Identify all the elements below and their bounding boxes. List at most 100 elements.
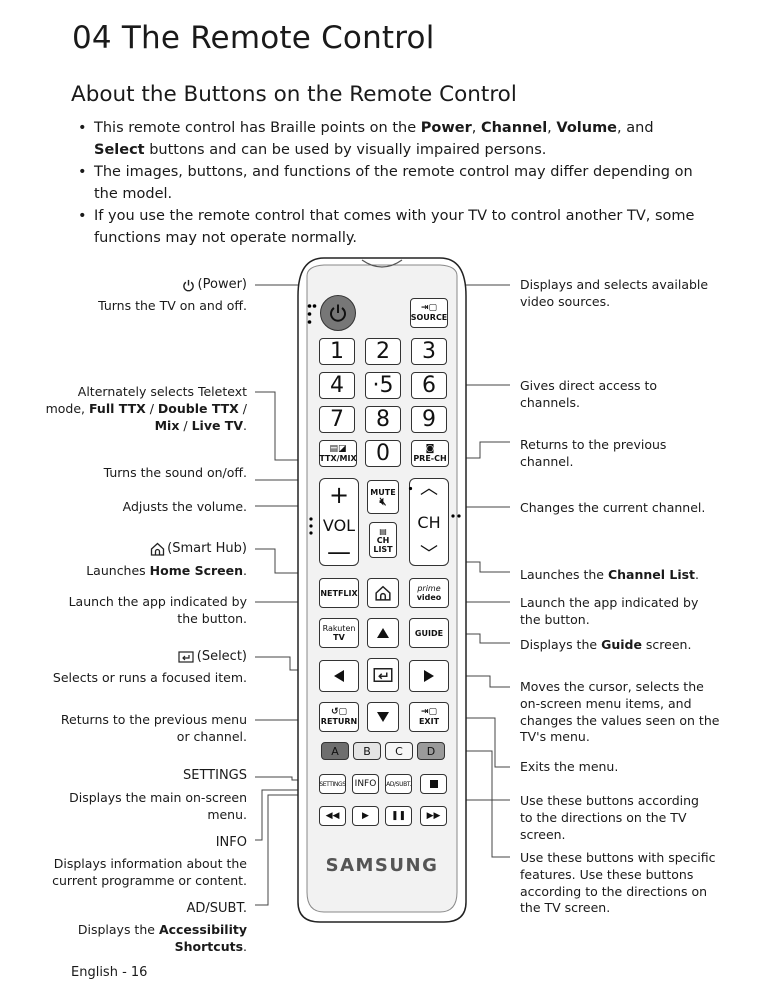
mute-button[interactable]: MUTE 🔇︎: [367, 480, 399, 514]
pre-ch-icon: ◙: [425, 443, 435, 454]
volume-desc: Adjusts the volume.: [122, 499, 247, 514]
color-button-b[interactable]: B: [353, 742, 381, 760]
digit-9-button[interactable]: 9: [411, 406, 447, 433]
return-desc: Returns to the previous menu or channel.: [60, 712, 247, 744]
smarthub-heading: (Smart Hub): [167, 541, 247, 556]
color-button-d[interactable]: D: [417, 742, 445, 760]
channel-desc: Changes the current channel.: [520, 500, 706, 515]
select-label: (Select): [178, 649, 247, 668]
ttx-mix-button[interactable]: ▤◪ TTX/MIX: [319, 440, 357, 467]
smarthub-desc: Launches Home Screen.: [86, 563, 247, 578]
mute-icon: 🔇︎: [379, 495, 387, 508]
channel-list-icon: ▤: [379, 526, 387, 536]
netflix-button[interactable]: NETFLIX: [319, 578, 359, 608]
info-desc: Displays information about the current p…: [52, 856, 247, 888]
settings-button[interactable]: SETTINGS: [319, 774, 346, 794]
info-button[interactable]: INFO: [352, 774, 379, 794]
digit-2-button[interactable]: 2: [365, 338, 401, 365]
digit-7-button[interactable]: 7: [319, 406, 355, 433]
fast-forward-button[interactable]: ▶▶: [420, 806, 447, 826]
stop-button[interactable]: [420, 774, 447, 794]
exit-icon: ⇥▢: [420, 707, 438, 717]
brand-logo: SAMSUNG: [325, 855, 439, 876]
adsubt-desc: Displays the Accessibility Shortcuts.: [77, 922, 247, 954]
play-icon: ▶: [362, 811, 369, 821]
up-arrow-button[interactable]: [367, 618, 399, 648]
guide-desc: Displays the Guide screen.: [520, 637, 692, 652]
select-icon: [373, 668, 393, 682]
digit-3-button[interactable]: 3: [411, 338, 447, 365]
digit-1-button[interactable]: 1: [319, 338, 355, 365]
color-button-a[interactable]: A: [321, 742, 349, 760]
section-title: About the Buttons on the Remote Control: [71, 82, 517, 107]
digit-5-button[interactable]: ·5: [365, 372, 401, 399]
rewind-button[interactable]: ◀◀: [319, 806, 346, 826]
intro-bullet-list: This remote control has Braille points o…: [78, 117, 708, 249]
source-button[interactable]: ⇥▢ SOURCE: [410, 298, 448, 328]
select-icon: [178, 651, 194, 663]
exit-desc: Exits the menu.: [520, 759, 619, 774]
page-footer: English - 16: [71, 965, 148, 980]
braille-channel: [451, 514, 461, 518]
digit-8-button[interactable]: 8: [365, 406, 401, 433]
left-arrow-icon: [334, 670, 344, 682]
smart-hub-button[interactable]: [367, 578, 399, 608]
teletext-line-1: Alternately selects Teletext: [77, 384, 247, 399]
power-button[interactable]: [320, 295, 356, 331]
teletext-line-2: mode, Full TTX / Double TTX /: [45, 400, 247, 416]
remote-control: ⇥▢ SOURCE 1 2 3 4 ·5 6 7 8 9 ▤◪ TTX/MIX …: [294, 256, 470, 924]
bullet-other-tv: If you use the remote control that comes…: [78, 205, 708, 249]
down-arrow-button[interactable]: [367, 702, 399, 732]
ad-subt-button[interactable]: AD/SUBT.: [385, 774, 412, 794]
braille-power: [307, 304, 317, 324]
braille-channel-dot: [408, 486, 413, 491]
play-button[interactable]: ▶: [352, 806, 379, 826]
volume-rocker[interactable]: + VOL —: [319, 478, 359, 566]
select-desc: Selects or runs a focused item.: [52, 670, 247, 685]
return-icon: ↺▢: [330, 707, 348, 717]
channel-rocker[interactable]: ︿ CH ﹀: [409, 478, 449, 566]
settings-desc: Displays the main on-screen menu.: [69, 790, 247, 822]
return-button[interactable]: ↺▢ RETURN: [319, 702, 359, 732]
right-arrow-button[interactable]: [409, 660, 449, 692]
select-button[interactable]: [367, 658, 399, 692]
power-heading: (Power): [197, 277, 247, 292]
digit-6-button[interactable]: 6: [411, 372, 447, 399]
digit-0-button[interactable]: 0: [365, 440, 401, 467]
power-label: (Power): [182, 277, 247, 297]
prime-video-button[interactable]: prime video: [409, 578, 449, 608]
color-button-c[interactable]: C: [385, 742, 413, 760]
pause-button[interactable]: ❚❚: [385, 806, 412, 826]
pre-ch-button[interactable]: ◙ PRE-CH: [411, 440, 449, 467]
braille-volume: [309, 517, 313, 535]
source-label: SOURCE: [410, 313, 448, 322]
left-arrow-button[interactable]: [319, 660, 359, 692]
down-arrow-icon: [377, 712, 389, 722]
mute-desc: Turns the sound on/off.: [103, 465, 247, 480]
teletext-desc: Alternately selects Teletext mode, Full …: [46, 384, 247, 434]
channel-label: CH: [417, 512, 441, 532]
power-icon: [330, 304, 346, 322]
volume-label: VOL: [322, 515, 356, 535]
exit-button[interactable]: ⇥▢ EXIT: [409, 702, 449, 732]
digit-4-button[interactable]: 4: [319, 372, 355, 399]
app-left-desc: Launch the app indicated by the button.: [68, 594, 247, 626]
rewind-icon: ◀◀: [325, 811, 340, 821]
page-title: 04 The Remote Control: [72, 20, 435, 56]
home-icon: [375, 585, 391, 601]
channel-down-icon: ﹀: [420, 544, 438, 565]
select-heading: (Select): [196, 649, 247, 664]
guide-button[interactable]: GUIDE: [409, 618, 449, 648]
volume-down-icon: —: [327, 538, 351, 566]
settings-heading: SETTINGS: [182, 768, 247, 783]
teletext-line-3: Mix / Live TV.: [154, 417, 247, 433]
bullet-model-variation: The images, buttons, and functions of th…: [78, 161, 708, 205]
channel-list-button[interactable]: ▤ CH LIST: [369, 522, 397, 558]
channel-up-icon: ︿: [420, 478, 438, 499]
up-arrow-icon: [377, 628, 389, 638]
rakuten-tv-button[interactable]: Rakuten TV: [319, 618, 359, 648]
